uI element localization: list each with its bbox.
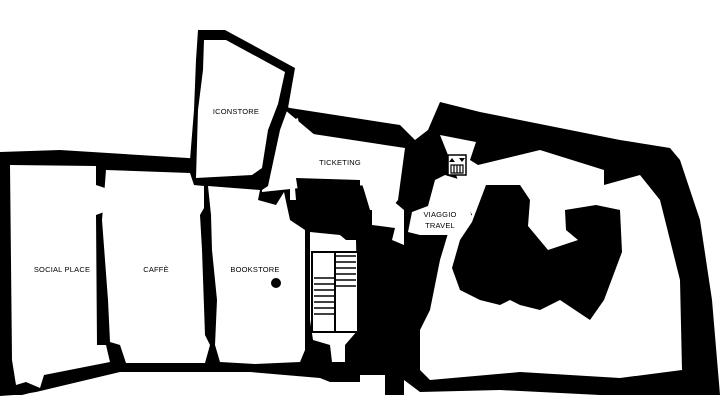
label-caffe: CAFFÈ — [143, 265, 169, 274]
floor-ticketing — [282, 118, 405, 210]
floor-bookstore — [208, 186, 305, 364]
label-social-place: SOCIAL PLACE — [34, 265, 90, 274]
floor-social-place — [10, 165, 110, 388]
wall-pier — [428, 136, 450, 172]
column — [271, 278, 281, 288]
ticket-counter — [296, 178, 360, 214]
label-ticketing: TICKETING — [319, 158, 361, 167]
wall-viaggio-core — [452, 185, 622, 320]
label-travel: TRAVEL — [425, 221, 455, 230]
label-iconstore: ICONSTORE — [213, 107, 259, 116]
label-bookstore: BOOKSTORE — [230, 265, 279, 274]
floor-iconstore — [196, 40, 285, 178]
floor-caffe — [102, 170, 210, 363]
elevator-icon — [447, 154, 467, 176]
inner-walls — [271, 136, 622, 320]
stairs-icon — [311, 251, 359, 333]
label-viaggio: VIAGGIO — [423, 210, 456, 219]
